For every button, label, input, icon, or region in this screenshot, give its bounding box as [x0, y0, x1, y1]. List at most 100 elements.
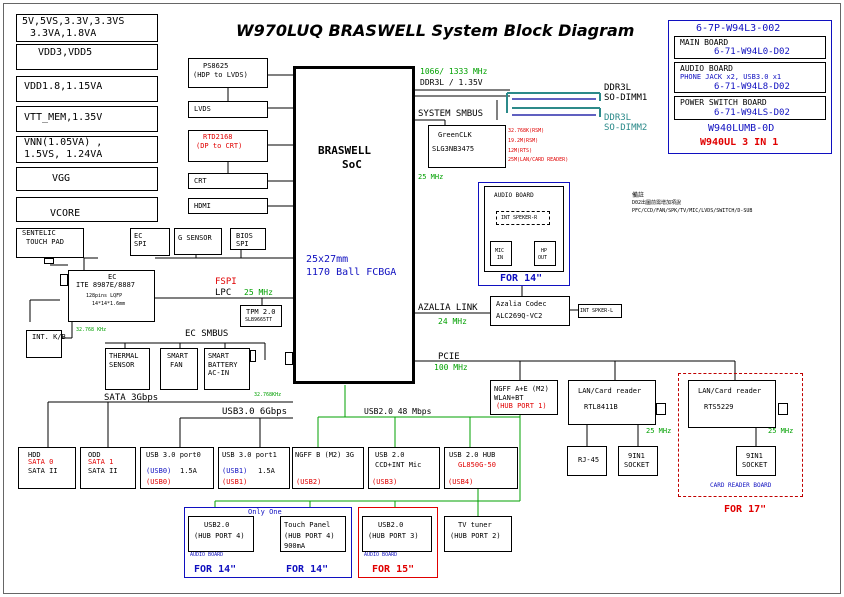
usb30-port0-id: (USB0): [146, 467, 172, 475]
socket1-sub: SOCKET: [624, 461, 650, 469]
clock-generator[interactable]: [428, 125, 506, 168]
usb20-hub[interactable]: [444, 447, 518, 489]
usb3-label: USB3.0 6Gbps: [222, 407, 288, 417]
ngff-a-port: (HUB PORT 1): [496, 402, 547, 410]
ngff-a-slot[interactable]: [490, 380, 558, 415]
usb30-port1[interactable]: [218, 447, 290, 489]
usb20-ccd[interactable]: [368, 447, 440, 489]
freq-32768b: 32.768KHz: [254, 392, 282, 398]
hdd-device[interactable]: [18, 447, 76, 489]
clock-freq: 25 MHz: [418, 173, 444, 181]
touch-pad[interactable]: [16, 228, 84, 258]
fspi-label: FSPI: [215, 277, 237, 287]
for15-label: FOR 15": [372, 564, 415, 575]
smart-fan-label: SMART: [167, 352, 189, 360]
azalia-codec[interactable]: [490, 296, 570, 326]
lan2-label: LAN/Card reader: [698, 387, 762, 395]
smart-battery[interactable]: [204, 348, 250, 390]
usb20-ccd-desc: CCD+INT Mic: [375, 461, 422, 469]
tpm-label: TPM 2.0: [246, 308, 276, 316]
hdmi-connector[interactable]: [188, 198, 268, 214]
board-variant: W940UL 3 IN 1: [700, 137, 779, 148]
lan1-label: LAN/Card reader: [578, 387, 642, 395]
ec-side-connector: [60, 274, 68, 286]
mic-in-sub: IN: [497, 255, 504, 261]
power-rail-label: 5V,5VS,3.3V,3.3VS: [22, 16, 125, 27]
pcie-label: PCIE: [438, 352, 460, 362]
ec-smbus-label: EC SMBUS: [185, 329, 229, 339]
sata-label: SATA 3Gbps: [104, 393, 159, 403]
for14-label-b: FOR 14": [286, 564, 329, 575]
usb30-port0[interactable]: [140, 447, 214, 489]
clock-part: SLG3NB3475: [432, 145, 475, 153]
int-speaker-l[interactable]: [578, 304, 622, 318]
thermal-sub: SENSOR: [109, 361, 135, 369]
rtd2168-chip[interactable]: [188, 130, 268, 162]
notes-list: PFC/CCD/FAN/SPK/TV/MIC/LVDS/SWITCH/D-SUB: [632, 208, 753, 214]
lan2-part: RTS5229: [704, 403, 734, 411]
tv-tuner-label: TV tuner: [458, 521, 492, 529]
odd-device[interactable]: [80, 447, 136, 489]
tv-tuner[interactable]: [444, 516, 512, 552]
socket-9in1-1[interactable]: [618, 446, 658, 476]
crt-connector[interactable]: [188, 173, 268, 189]
touch-pad-label: TOUCH PAD: [26, 238, 64, 246]
usb30-port0-id2: (USB0): [146, 478, 172, 486]
usb20-ccd-id: (USB3): [372, 478, 398, 486]
hp-out-jack[interactable]: [534, 241, 556, 266]
ddr-freq: 1066/ 1333 MHz: [420, 67, 488, 76]
hub-usb20-port3[interactable]: [362, 516, 432, 552]
power-rail-label: 3.3VA,1.8VA: [30, 28, 97, 39]
hub-usb20-port4[interactable]: [188, 516, 254, 552]
lan-card-reader-1[interactable]: [568, 380, 656, 425]
hub-usb20-port3-label: USB2.0: [378, 521, 404, 529]
smart-battery-label: SMART: [208, 352, 230, 360]
odd-port: SATA 1: [88, 458, 114, 466]
int-speaker-r[interactable]: [496, 211, 550, 225]
power-rail-box: [16, 14, 158, 42]
power-rail-box: [16, 44, 158, 70]
ps8625-chip[interactable]: [188, 58, 268, 88]
board-power-label: POWER SWITCH BOARD: [680, 98, 767, 107]
audio-board-15-label: AUDIO BOARD: [364, 552, 398, 558]
pcie-freq: 100 MHz: [434, 363, 468, 372]
lan-card-reader-2[interactable]: [688, 380, 776, 428]
hdmi-label: HDMI: [194, 202, 211, 210]
ec-spi[interactable]: [130, 228, 170, 256]
braswell-soc[interactable]: [293, 66, 415, 384]
rj45-jack[interactable]: [567, 446, 607, 476]
dimm1-type: DDR3L: [604, 83, 632, 93]
soc-side-connector: [285, 352, 293, 365]
freq-32768: 32.768 KHz: [76, 327, 107, 333]
power-rail-box: [16, 106, 158, 132]
ngff-b-slot[interactable]: [292, 447, 364, 489]
azalia-freq: 24 MHz: [438, 317, 467, 326]
g-sensor[interactable]: [174, 228, 222, 255]
dimm1-label: SO-DIMM1: [604, 93, 648, 103]
smart-fan[interactable]: [160, 348, 198, 390]
mic-in-jack[interactable]: [490, 241, 512, 266]
lpc-label: LPC: [215, 288, 232, 298]
tpm-chip[interactable]: [240, 305, 282, 327]
smart-fan-sub: FAN: [170, 361, 183, 369]
usb30-port1-current: 1.5A: [258, 467, 275, 475]
battery-connector: [250, 350, 256, 362]
thermal-sensor[interactable]: [105, 348, 150, 390]
tpm-part: SLB9665TT: [245, 317, 273, 323]
socket-9in1-2[interactable]: [736, 446, 776, 476]
int-kb[interactable]: [26, 330, 62, 358]
ec-chip[interactable]: [68, 270, 155, 322]
for17-label: FOR 17": [724, 504, 767, 515]
page-frame: [3, 3, 841, 594]
usb20-hub-id: (USB4): [448, 478, 474, 486]
lan1-freq: 25 MHz: [646, 427, 672, 435]
board-audio-code: 6-71-W94L8-D02: [714, 82, 790, 92]
lvds-connector[interactable]: [188, 101, 268, 118]
board-audio: [674, 62, 826, 93]
bios-spi[interactable]: [230, 228, 266, 250]
lan1-part: RTL8411B: [584, 403, 618, 411]
touch-panel[interactable]: [280, 516, 346, 552]
dimm2-label: SO-DIMM2: [604, 123, 648, 133]
hdd-port: SATA 0: [28, 458, 54, 466]
int-speaker-l-label: INT SPKER-L: [580, 308, 614, 314]
